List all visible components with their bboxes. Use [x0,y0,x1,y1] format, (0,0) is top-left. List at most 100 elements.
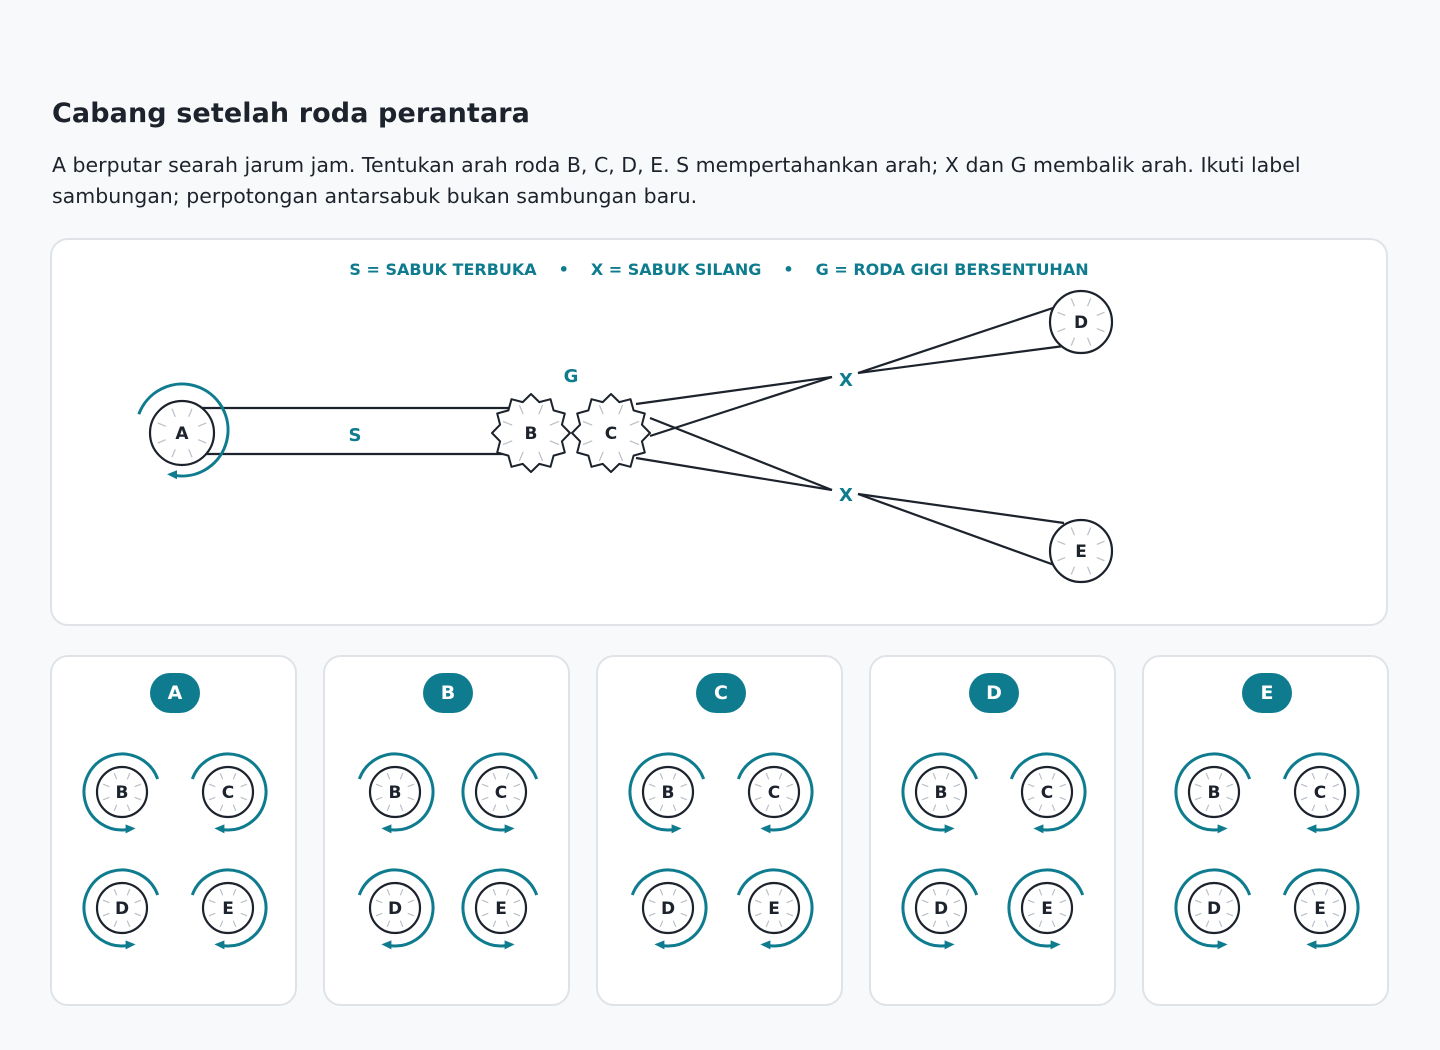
wheel-label: E [1075,542,1087,562]
wheel-label: D [1207,899,1221,919]
option-card-a[interactable]: A B C D E [50,655,297,1006]
rotation-arrow-e-counterclockwise [1007,868,1085,950]
wheel-e: E [1048,518,1114,584]
wheel-label: C [768,783,780,803]
wheel-a: A [148,399,216,467]
option-card-e[interactable]: E B C D E [1142,655,1389,1006]
wheel-d: D [368,881,422,935]
wheel-label: C [1041,783,1053,803]
wheel-c: C [201,765,255,819]
legend-open-belt: S = SABUK TERBUKA [349,260,537,279]
option-badge: B [423,673,473,713]
rotation-arrow-b-counterclockwise [628,752,706,834]
rotation-arrow-e-counterclockwise [461,868,539,950]
option-wheels: B C D E [357,752,539,950]
option-badge: A [150,673,200,713]
wheel-label: B [935,783,948,803]
mechanism-diagram: A B C D E S G X X [137,289,1114,584]
wheel-label: D [661,899,675,919]
wheel-b: B [641,765,695,819]
wheel-c: C [747,765,801,819]
wheel-label: D [115,899,129,919]
belt-c-d-3 [857,303,1063,375]
instructions: A berputar searah jarum jam. Tentukan ar… [52,153,1301,208]
wheel-label: C [222,783,234,803]
belt-c-e-4 [857,492,1058,568]
belt-c-d-4 [857,344,1065,375]
legend-separator: • [558,260,569,279]
wheel-d: D [914,881,968,935]
rotation-arrow-b-counterclockwise [82,752,160,834]
wheel-label: E [495,899,507,919]
wheel-label: B [1208,783,1221,803]
wheel-label: B [525,424,538,444]
wheel-label: B [116,783,129,803]
belt-c-e-1 [649,416,833,492]
wheel-label: A [175,424,189,444]
legend-separator: • [783,260,794,279]
option-card-b[interactable]: B B C D E [323,655,570,1006]
rotation-arrow-c-clockwise [1009,752,1087,834]
rotation-arrow-c-clockwise [190,752,268,834]
gear-c: C [571,393,651,473]
diagram-card: S = SABUK TERBUKA•X = SABUK SILANG•G = R… [50,238,1388,626]
option-wheels: B C D E [628,752,814,950]
rotation-arrow-e-clockwise [190,868,268,950]
wheel-b: B [368,765,422,819]
wheel-label: D [388,899,402,919]
legend: S = SABUK TERBUKA•X = SABUK SILANG•G = R… [52,260,1386,279]
belt-c-e-2 [635,456,833,492]
option-badge: D [969,673,1019,713]
given-rotation-arrow [137,382,230,480]
rotation-arrow-b-counterclockwise [1174,752,1252,834]
wheel-e: E [1020,881,1074,935]
wheel-c: C [474,765,528,819]
legend-gear-contact: G = RODA GIGI BERSENTUHAN [815,260,1089,279]
option-card-c[interactable]: C B C D E [596,655,843,1006]
belt-c-d-2 [649,375,833,438]
wheel-b: B [914,765,968,819]
wheel-d: D [95,881,149,935]
wheel-c: C [1293,765,1347,819]
rotation-arrow-c-clockwise [1282,752,1360,834]
wheel-label: E [1314,899,1326,919]
option-badge: E [1242,673,1292,713]
rotation-arrow-b-counterclockwise [901,752,979,834]
rotation-arrow-b-clockwise [357,752,435,834]
wheel-d: D [1187,881,1241,935]
wheel-e: E [747,881,801,935]
wheel-label: B [662,783,675,803]
wheel-label: B [389,783,402,803]
connection-label-x-d: X [839,370,853,391]
page-title: Cabang setelah roda perantara [52,98,530,129]
gear-b: B [491,393,571,473]
wheel-label: C [605,424,617,444]
connection-label-s: S [349,425,362,446]
wheel-b: B [1187,765,1241,819]
option-wheels: B C D E [82,752,268,950]
option-wheels: B C D E [1174,752,1360,950]
rotation-arrow-c-counterclockwise [461,752,539,834]
belt-c-e-3 [857,492,1065,525]
rotation-arrow-e-clockwise [1282,868,1360,950]
wheel-e: E [201,881,255,935]
connection-label-g: G [564,366,579,387]
wheel-label: C [495,783,507,803]
belt-c-d-1 [635,375,833,406]
wheel-label: D [1074,313,1088,333]
rotation-arrow-d-clockwise [630,868,708,950]
rotation-arrow-d-clockwise [357,868,435,950]
wheel-e: E [474,881,528,935]
connection-label-x-e: X [839,485,853,506]
rotation-arrow-c-clockwise [736,752,814,834]
wheel-d: D [1048,289,1114,355]
wheel-e: E [1293,881,1347,935]
rotation-arrow-d-counterclockwise [1174,868,1252,950]
rotation-arrow-d-counterclockwise [901,868,979,950]
wheel-label: C [1314,783,1326,803]
option-badge: C [696,673,746,713]
wheel-label: E [222,899,234,919]
wheel-c: C [1020,765,1074,819]
